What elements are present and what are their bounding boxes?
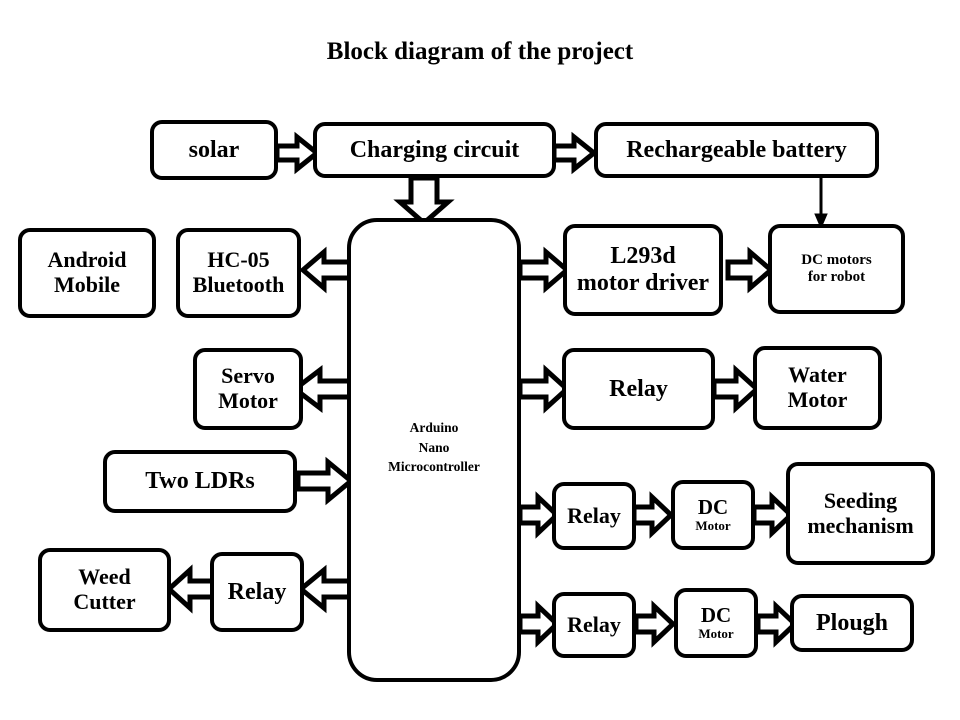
block-plough[interactable]: Plough xyxy=(790,594,914,652)
arrow-ldrs-to-arduino xyxy=(295,456,355,506)
arrow-charging-to-battery xyxy=(551,131,599,175)
block-l293d-line1: L293d xyxy=(610,243,676,270)
arrow-arduino-to-servo xyxy=(290,364,353,414)
block-hc05-bluetooth-line1: HC-05 xyxy=(207,247,270,273)
arrow-arduino-to-relay-seed xyxy=(517,491,561,539)
block-weed-cutter-line2: Cutter xyxy=(73,589,136,614)
block-weed-cutter-line1: Weed xyxy=(78,564,131,590)
block-solar[interactable]: solar xyxy=(150,120,278,180)
block-rechargeable-battery[interactable]: Rechargeable battery xyxy=(594,122,879,178)
block-hc05-bluetooth-line2: Bluetooth xyxy=(192,272,285,297)
block-relay-plough-label: Relay xyxy=(567,611,621,637)
arrow-arduino-to-relay-water xyxy=(517,364,571,414)
block-dc-motors-line1: DC motors xyxy=(801,252,872,269)
arduino-label-line3: Microcontroller xyxy=(388,459,480,475)
block-two-ldrs-label: Two LDRs xyxy=(145,468,255,495)
block-dc-motor-plough[interactable]: DC Motor xyxy=(674,588,758,658)
block-l293d-motor-driver[interactable]: L293d motor driver xyxy=(563,224,723,316)
block-servo-motor[interactable]: Servo Motor xyxy=(193,348,303,430)
arrow-relay-to-watermotor xyxy=(711,364,761,414)
block-weed-cutter[interactable]: Weed Cutter xyxy=(38,548,171,632)
block-servo-motor-line1: Servo xyxy=(221,363,275,389)
block-seeding-mechanism-line2: mechanism xyxy=(807,512,914,538)
arrow-motordriver-to-dcmotors xyxy=(725,246,775,294)
arrow-relay-to-dc-plough xyxy=(633,600,677,648)
block-dc-motor-seeding-line1: DC xyxy=(697,494,729,519)
block-dc-motor-plough-line2: Motor xyxy=(698,626,734,642)
block-l293d-line2: motor driver xyxy=(576,270,710,296)
block-android-mobile-line1: Android xyxy=(47,247,127,273)
arrow-dc-to-plough xyxy=(755,600,799,648)
block-relay-seeding-label: Relay xyxy=(567,502,621,528)
block-two-ldrs[interactable]: Two LDRs xyxy=(103,450,297,513)
arrow-relay-to-dc-seed xyxy=(631,491,675,539)
block-android-mobile[interactable]: Android Mobile xyxy=(18,228,156,318)
arrow-arduino-to-relay-weed xyxy=(297,564,355,614)
arrow-arduino-to-bluetooth xyxy=(299,246,353,294)
block-seeding-mechanism[interactable]: Seeding mechanism xyxy=(786,462,935,565)
block-relay-seeding[interactable]: Relay xyxy=(552,482,636,550)
arrow-charging-to-arduino xyxy=(393,175,455,227)
block-arduino-nano[interactable] xyxy=(347,218,521,682)
block-servo-motor-line2: Motor xyxy=(218,388,278,413)
block-charging-circuit-label: Charging circuit xyxy=(349,136,520,163)
block-dc-motors-line2: for robot xyxy=(807,269,866,285)
arrow-battery-to-dcmotors xyxy=(808,178,834,235)
block-dc-motor-seeding[interactable]: DC Motor xyxy=(671,480,755,550)
arrow-dc-to-seeding xyxy=(751,491,795,539)
arduino-label-line2: Nano xyxy=(418,439,450,455)
block-hc05-bluetooth[interactable]: HC-05 Bluetooth xyxy=(176,228,301,318)
block-water-motor[interactable]: Water Motor xyxy=(753,346,882,430)
block-charging-circuit[interactable]: Charging circuit xyxy=(313,122,556,178)
block-relay-weed[interactable]: Relay xyxy=(210,552,304,632)
block-rechargeable-battery-label: Rechargeable battery xyxy=(626,136,847,163)
block-seeding-mechanism-line1: Seeding xyxy=(823,487,898,513)
block-arduino-nano-label: Arduino Nano Microcontroller xyxy=(347,418,521,477)
block-android-mobile-line2: Mobile xyxy=(53,272,120,297)
block-dc-motor-plough-line1: DC xyxy=(700,602,732,627)
block-plough-label: Plough xyxy=(815,609,889,636)
block-relay-weed-label: Relay xyxy=(227,578,287,605)
block-solar-label: solar xyxy=(188,136,240,163)
block-water-motor-line2: Motor xyxy=(787,387,848,412)
block-dc-motor-seeding-line2: Motor xyxy=(695,518,731,534)
arrow-solar-to-charging xyxy=(274,131,322,175)
block-relay-plough[interactable]: Relay xyxy=(552,592,636,658)
block-dc-motors-for-robot[interactable]: DC motors for robot xyxy=(768,224,905,314)
arrow-arduino-to-motordriver xyxy=(517,246,571,294)
block-water-motor-line1: Water xyxy=(788,362,847,388)
arrow-arduino-to-relay-plough xyxy=(517,600,561,648)
block-relay-water[interactable]: Relay xyxy=(562,348,715,430)
page-title: Block diagram of the project xyxy=(326,38,634,65)
arduino-label-line1: Arduino xyxy=(409,420,459,435)
block-relay-water-label: Relay xyxy=(609,375,668,402)
